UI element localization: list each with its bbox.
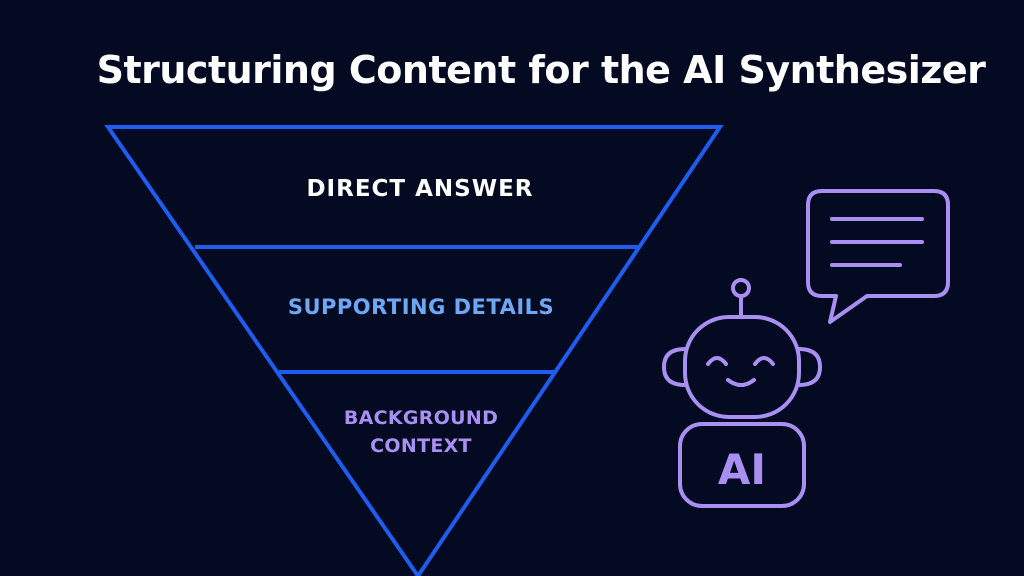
funnel-outline [104, 125, 724, 576]
robot-icon [662, 278, 822, 508]
tier-label-background-line2: CONTEXT [370, 435, 472, 457]
tier-label-background-line1: BACKGROUND [344, 407, 498, 429]
tier-label-supporting-details: SUPPORTING DETAILS [288, 295, 554, 319]
speech-bubble-icon [806, 189, 950, 324]
page-title: Structuring Content for the AI Synthesiz… [96, 48, 986, 92]
tier-label-direct-answer: DIRECT ANSWER [306, 176, 533, 202]
robot-badge-text: AI [718, 445, 766, 494]
